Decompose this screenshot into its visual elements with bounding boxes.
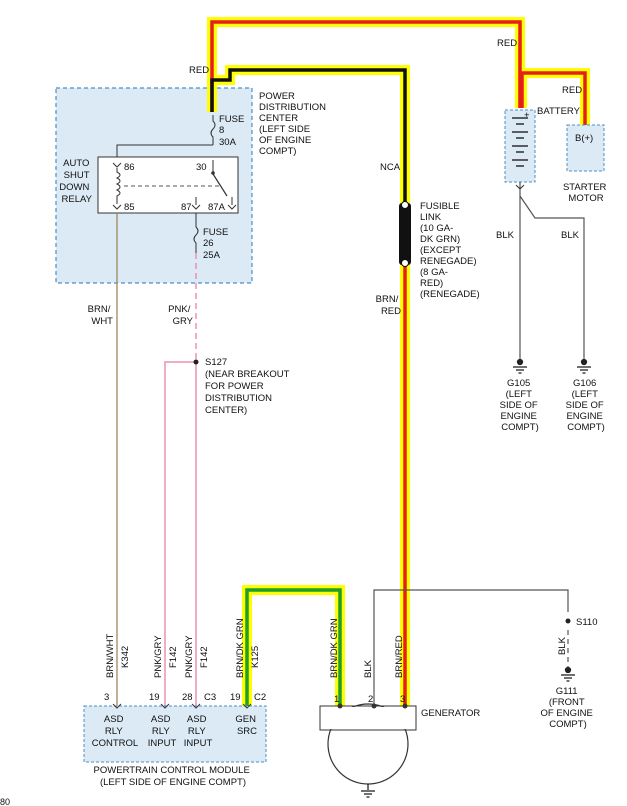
relay-pin-30: 30 <box>196 162 207 173</box>
generator-pin-2: 2 <box>368 694 373 705</box>
circuit-label-2: PNK/GRY <box>153 635 164 678</box>
circuit-label-3-code: F142 <box>199 646 210 668</box>
pcm-label-asd-control: ASD RLY CONTROL <box>92 714 138 749</box>
pcm-label-gen-src: GEN SRC <box>235 714 258 737</box>
relay-coil-icon <box>115 168 121 204</box>
ground-g106-icon <box>577 358 591 374</box>
splice-s127-dot <box>193 359 199 365</box>
pcm-pin-19b: 19 <box>230 692 241 703</box>
page-footer: 80 <box>0 797 10 806</box>
wire-label-pnk-gry: PNK/ GRY <box>168 304 193 327</box>
circuit-label-1-code: K342 <box>120 646 131 668</box>
fuse-8-icon <box>210 115 216 145</box>
wire-label-blk-g106: BLK <box>561 230 580 241</box>
wire-label-red-top: RED <box>497 38 517 49</box>
pcm-connector-c2: C2 <box>254 692 266 703</box>
wire-label-blk-s110: BLK <box>557 636 568 655</box>
circuit-label-4-code: K125 <box>250 646 261 668</box>
ground-g105-label: G105 (LEFT SIDE OF ENGINE COMPT) <box>500 378 541 433</box>
ground-g105-icon <box>513 358 527 374</box>
splice-s110-dot <box>565 618 571 624</box>
circuit-label-6: BLK <box>363 659 374 678</box>
red-wire-battery-to-starter <box>520 71 587 125</box>
generator-pin-1: 1 <box>334 694 339 705</box>
pcm-connector-c3: C3 <box>204 692 216 703</box>
wire-label-nca: NCA <box>380 162 401 173</box>
battery-plus: + <box>524 110 530 121</box>
fuse-26-icon <box>193 213 199 253</box>
pnk-gry-wire-split <box>164 361 197 706</box>
ground-g106-label: G106 (LEFT SIDE OF ENGINE COMPT) <box>566 378 607 433</box>
generator-pin-3: 3 <box>400 694 405 705</box>
wire-label-blk-g105: BLK <box>496 230 515 241</box>
pcm-pin-19a: 19 <box>149 692 160 703</box>
circuit-label-1: BRN/WHT <box>105 633 116 678</box>
pcm-pin-28: 28 <box>182 692 193 703</box>
starter-motor-icon <box>566 124 605 172</box>
asd-relay-box <box>97 156 239 214</box>
splice-s127-label: S127 (NEAR BREAKOUT FOR POWER DISTRIBUTI… <box>205 357 292 416</box>
pdc-label: POWER DISTRIBUTION CENTER (LEFT SIDE OF … <box>259 91 329 157</box>
pcm-title: POWERTRAIN CONTROL MODULE (LEFT SIDE OF … <box>94 765 253 788</box>
fuse-8-label: FUSE 8 30A <box>219 114 247 148</box>
circuit-label-7: BRN/RED <box>394 635 405 678</box>
battery-label: BATTERY <box>537 106 581 117</box>
generator-label: GENERATOR <box>421 708 480 719</box>
circuit-label-3: PNK/GRY <box>184 635 195 678</box>
circuit-label-4: BRN/DK GRN <box>235 618 246 678</box>
pcm-label-asd-input-2: ASD RLY INPUT <box>184 714 213 749</box>
fuse-26-label: FUSE 26 25A <box>203 227 231 261</box>
wire-label-brn-red: BRN/ RED <box>376 294 401 317</box>
circuit-label-2-code: F142 <box>168 646 179 668</box>
wire-label-brn-wht: BRN/ WHT <box>88 304 114 327</box>
wire-label-red-starter: RED <box>562 85 582 96</box>
starter-terminal: B(+) <box>575 133 593 144</box>
pcm-label-asd-input-1: ASD RLY INPUT <box>148 714 177 749</box>
relay-pin-85: 85 <box>124 202 135 213</box>
wire-label-red-pdc: RED <box>189 65 209 76</box>
relay-switch-icon <box>212 173 228 197</box>
brn-dk-grn-wire <box>245 588 342 706</box>
starter-label: STARTER MOTOR <box>563 182 609 204</box>
black-wire-nca <box>210 68 407 205</box>
red-wire-battery-to-pdc <box>210 20 522 112</box>
powertrain-control-module <box>83 705 267 763</box>
pcm-pin-3: 3 <box>104 692 109 703</box>
ground-g111-label: G111 (FRONT OF ENGINE COMPT) <box>541 686 596 730</box>
fusible-link-icon <box>399 203 411 265</box>
ground-g111-icon <box>561 666 575 682</box>
relay-pin-86: 86 <box>124 162 135 173</box>
relay-pin-87a: 87A <box>208 202 226 213</box>
splice-s110-label: S110 <box>576 617 597 628</box>
blk-wire-s110 <box>373 589 569 706</box>
circuit-label-5: BRN/DK GRN <box>329 618 340 678</box>
relay-pin-87: 87 <box>181 202 192 213</box>
fusible-link-label: FUSIBLE LINK (10 GA- DK GRN) (EXCEPT REN… <box>420 201 480 300</box>
ground-generator-icon <box>361 784 375 798</box>
blk-wire-g106 <box>519 195 585 360</box>
relay-label: AUTO SHUT DOWN RELAY <box>59 158 92 205</box>
